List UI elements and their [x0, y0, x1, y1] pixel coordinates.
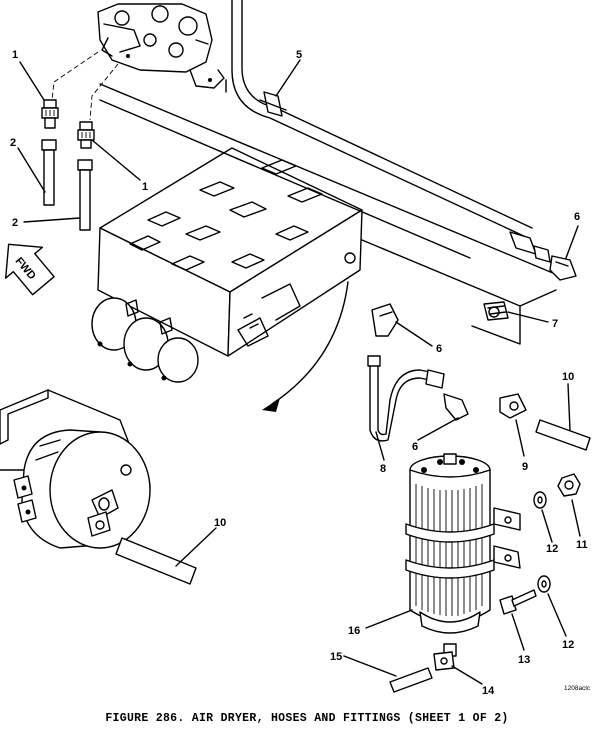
fwd-arrow: FWD [4, 243, 55, 296]
leader-6a [565, 225, 579, 259]
callout-11: 11 [576, 539, 588, 551]
elbow-6-center [371, 303, 399, 337]
air-compressor [97, 3, 225, 89]
callout-9: 9 [522, 461, 528, 473]
elbow-6-right [549, 255, 577, 281]
callout-12a: 12 [546, 543, 558, 555]
hose-2-center [77, 159, 93, 231]
callout-15: 15 [330, 651, 342, 663]
callout-2a: 2 [10, 137, 16, 149]
callout-labels: 1 2 2 1 5 6 7 6 6 8 9 10 10 11 12 12 13 … [10, 49, 591, 697]
callout-16: 16 [348, 625, 360, 637]
leader-10b [175, 527, 217, 567]
leader-16 [365, 609, 413, 629]
hose-2-left [41, 139, 57, 206]
hose-8 [367, 355, 469, 442]
callout-13: 13 [518, 654, 530, 666]
leader-12b [547, 593, 567, 637]
fitting-1-lower [77, 121, 95, 149]
dryer-cylinders [91, 297, 199, 383]
callout-14: 14 [482, 685, 495, 697]
leader-8 [375, 431, 385, 461]
tube-15 [389, 667, 433, 693]
callout-1b: 1 [142, 181, 148, 193]
leader-14 [451, 665, 483, 685]
callout-1a: 1 [12, 49, 18, 61]
figure-caption: FIGURE 286. AIR DRYER, HOSES AND FITTING… [105, 712, 509, 725]
leader-5 [275, 59, 301, 97]
frame-rails [99, 79, 561, 345]
hose-end-fitting [509, 231, 551, 263]
fitting-7 [483, 301, 509, 321]
fitting-9 [499, 393, 527, 419]
leader-6b [395, 321, 433, 347]
callout-5: 5 [296, 49, 302, 61]
air-line-5 [231, 0, 533, 239]
leader-11 [571, 499, 581, 537]
callout-10a: 10 [562, 371, 574, 383]
tube-10-left [115, 537, 197, 585]
connection-line [51, 51, 99, 101]
leader-13 [511, 613, 525, 651]
fitting-1-upper [41, 99, 59, 129]
washer-12-upper [533, 491, 547, 509]
bolt-13 [499, 589, 537, 615]
leader-1b [91, 139, 141, 181]
leader-7 [507, 311, 549, 323]
removal-direction-arrow [262, 281, 349, 412]
leader-1a [19, 61, 45, 101]
air-dryer-canister-16 [405, 453, 521, 634]
callout-12b: 12 [562, 639, 574, 651]
tube-10-right [535, 419, 591, 451]
drawing-id: 1208aclc [564, 685, 591, 692]
leader-9 [515, 419, 525, 457]
leader-12a [541, 509, 553, 543]
callout-2b: 2 [12, 217, 18, 229]
callout-6a: 6 [574, 211, 580, 223]
leader-2a [17, 147, 46, 193]
leader-2b [23, 217, 81, 223]
nut-11 [557, 473, 581, 497]
callout-7: 7 [552, 318, 558, 330]
callout-6b: 6 [436, 343, 442, 355]
washer-12-lower [537, 575, 551, 593]
air-compressor-end-view [13, 429, 151, 549]
leader-15 [343, 655, 397, 677]
callout-8: 8 [380, 463, 386, 475]
callout-10b: 10 [214, 517, 226, 529]
leader-6c [417, 417, 459, 441]
callout-6c: 6 [412, 441, 418, 453]
connection-line [89, 63, 119, 121]
leader-10a [567, 383, 571, 431]
